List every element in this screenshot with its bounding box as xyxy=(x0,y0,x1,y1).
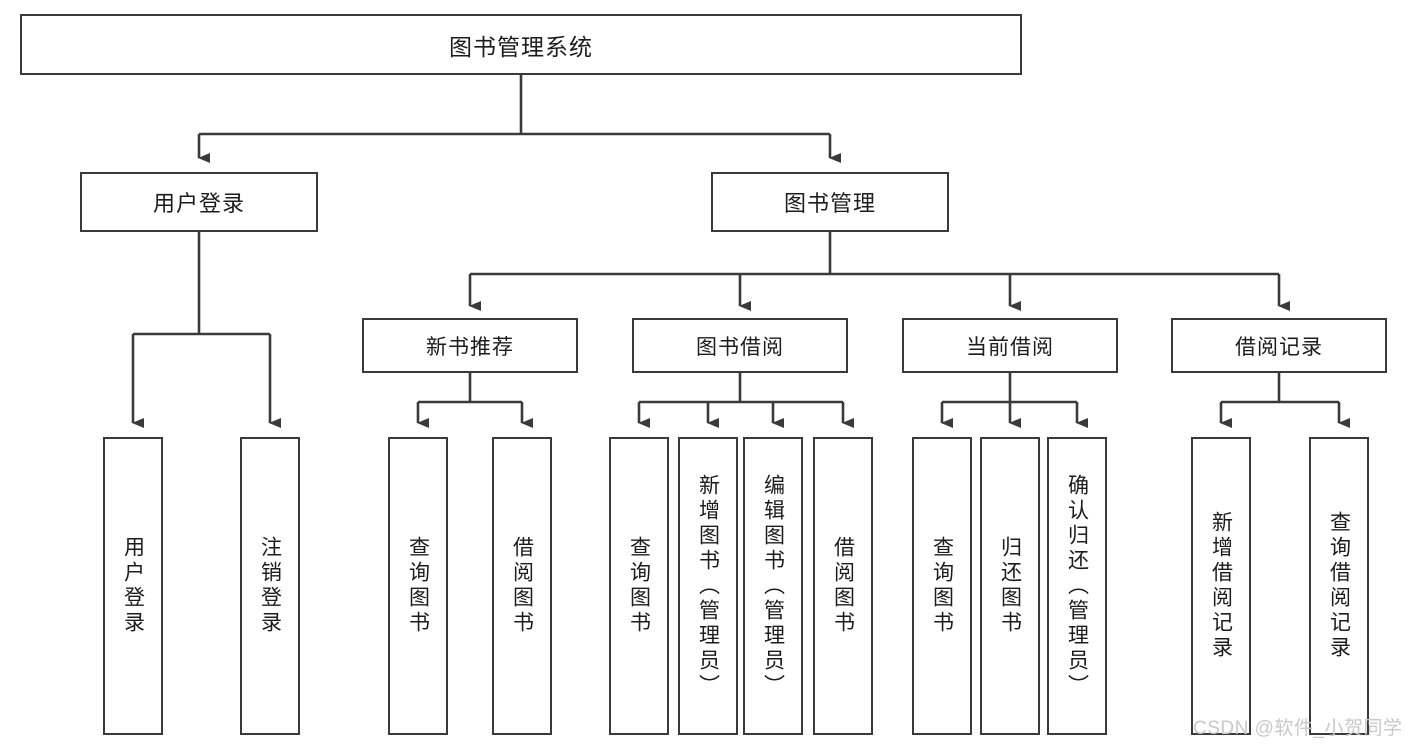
node-leaf-return-book[interactable]: 归还图书 xyxy=(980,437,1040,735)
node-book-management[interactable]: 图书管理 xyxy=(711,172,949,232)
node-leaf-query-record[interactable]: 查询借阅记录 xyxy=(1309,437,1369,735)
node-label: 归还图书 xyxy=(998,536,1022,636)
node-label: 借阅图书 xyxy=(831,536,855,636)
node-label: 图书管理 xyxy=(783,191,876,216)
node-label: 编辑图书（管理员） xyxy=(761,473,785,699)
node-label: 图书借阅 xyxy=(696,335,784,359)
node-label: 查询图书 xyxy=(627,536,651,636)
node-label: 确认归还（管理员） xyxy=(1065,473,1089,699)
node-leaf-add-record[interactable]: 新增借阅记录 xyxy=(1191,437,1251,735)
watermark: CSDN @软件_小贺同学 xyxy=(1193,718,1403,739)
node-leaf-borrow-book-2[interactable]: 借阅图书 xyxy=(813,437,873,735)
node-label: 查询借阅记录 xyxy=(1327,511,1351,661)
node-label: 借阅记录 xyxy=(1235,335,1323,359)
node-label: 用户登录 xyxy=(121,536,145,636)
node-label: 新书推荐 xyxy=(426,335,514,359)
node-book-borrow[interactable]: 图书借阅 xyxy=(632,318,848,373)
node-current-borrow[interactable]: 当前借阅 xyxy=(902,318,1118,373)
node-leaf-confirm-return[interactable]: 确认归还（管理员） xyxy=(1047,437,1107,735)
node-label: 注销登录 xyxy=(258,536,282,636)
node-new-book-recommend[interactable]: 新书推荐 xyxy=(362,318,578,373)
node-label: 查询图书 xyxy=(406,536,430,636)
node-borrow-record[interactable]: 借阅记录 xyxy=(1171,318,1387,373)
node-leaf-query-book-1[interactable]: 查询图书 xyxy=(388,437,448,735)
node-leaf-add-book[interactable]: 新增图书（管理员） xyxy=(678,437,738,735)
node-leaf-query-book-2[interactable]: 查询图书 xyxy=(609,437,669,735)
node-label: 新增图书（管理员） xyxy=(696,473,720,699)
node-label: 图书管理系统 xyxy=(449,33,593,60)
node-label: 查询图书 xyxy=(930,536,954,636)
node-leaf-edit-book[interactable]: 编辑图书（管理员） xyxy=(743,437,803,735)
node-user-login[interactable]: 用户登录 xyxy=(80,172,318,232)
node-label: 新增借阅记录 xyxy=(1209,511,1233,661)
node-leaf-logout-login[interactable]: 注销登录 xyxy=(240,437,300,735)
node-label: 用户登录 xyxy=(152,191,245,216)
node-label: 借阅图书 xyxy=(510,536,534,636)
node-leaf-query-book-3[interactable]: 查询图书 xyxy=(912,437,972,735)
node-leaf-borrow-book-1[interactable]: 借阅图书 xyxy=(492,437,552,735)
node-leaf-user-login[interactable]: 用户登录 xyxy=(103,437,163,735)
node-book-management-system[interactable]: 图书管理系统 xyxy=(20,14,1022,75)
node-label: 当前借阅 xyxy=(966,335,1054,359)
